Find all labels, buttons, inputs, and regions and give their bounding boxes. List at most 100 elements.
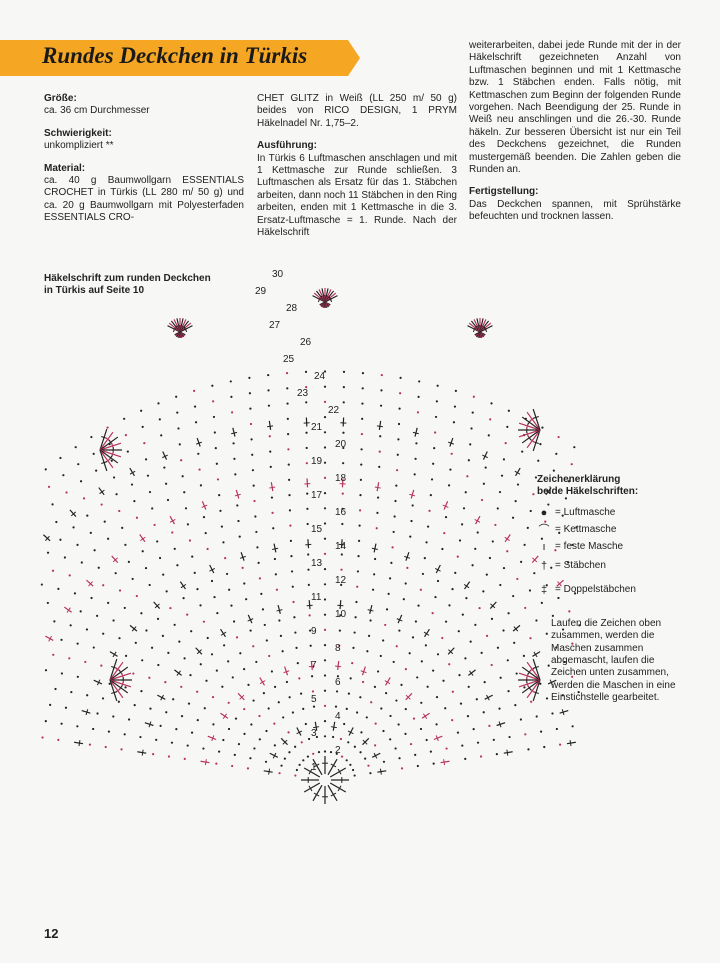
stitch-mark: [379, 768, 382, 775]
chain-mark: [420, 660, 423, 663]
chain-mark: [573, 592, 577, 595]
round-label: 17: [311, 490, 323, 501]
chain-mark: [369, 619, 372, 622]
chain-mark: [522, 654, 526, 657]
chain-mark: [475, 698, 478, 701]
chain-mark: [397, 723, 400, 726]
chain-mark: [294, 745, 297, 748]
stitch-mark: [332, 721, 336, 731]
chain-mark: [155, 738, 158, 741]
chain-mark: [92, 452, 95, 455]
chain-mark: [288, 493, 291, 497]
chain-mark: [323, 689, 327, 692]
chain-mark: [132, 672, 135, 675]
chain-mark: [197, 452, 200, 455]
chain-mark: [444, 620, 448, 623]
chain-mark: [502, 566, 506, 570]
chain-mark: [216, 612, 219, 615]
chain-mark: [466, 714, 470, 718]
chain-mark: [461, 613, 464, 616]
material-label: Material:: [44, 162, 86, 174]
chain-mark: [227, 727, 231, 731]
chain-mark: [426, 685, 429, 688]
stitch-mark: [503, 751, 513, 754]
bar-icon: ı: [542, 541, 546, 554]
chain-mark: [133, 704, 136, 707]
stitch-mark: [376, 482, 380, 492]
chain-mark: [376, 496, 380, 499]
chain-mark: [252, 484, 255, 487]
chain-mark: [176, 411, 179, 414]
chain-mark: [323, 644, 327, 647]
chain-mark: [311, 690, 315, 693]
chain-mark: [367, 634, 371, 637]
stitch-mark: [339, 600, 342, 610]
chain-mark: [76, 675, 79, 678]
chain-mark: [153, 523, 156, 527]
chain-mark: [102, 584, 105, 587]
round-label: 28: [286, 303, 298, 314]
legend-title-2: beide Häkelschriften:: [537, 486, 639, 498]
stitch-mark: [569, 740, 572, 747]
chain-mark: [263, 623, 266, 627]
chain-mark: [458, 674, 461, 677]
difficulty-value: unkompliziert **: [44, 140, 114, 152]
chain-mark: [215, 762, 218, 765]
chain-mark: [141, 550, 144, 553]
chain-mark: [131, 577, 134, 581]
stitch-mark: [99, 428, 108, 451]
chain-mark: [366, 650, 369, 653]
stitch-mark: [314, 721, 318, 731]
stitch-mark: [482, 454, 488, 459]
chain-mark: [389, 577, 392, 580]
chain-mark: [257, 561, 260, 564]
chain-mark: [347, 741, 350, 744]
chain-mark: [300, 741, 303, 744]
stitch-mark: [137, 751, 147, 754]
stitch-mark: [99, 449, 122, 458]
stitch-mark: [360, 670, 367, 674]
chain-mark: [63, 556, 66, 559]
chain-mark: [249, 407, 252, 410]
chain-mark: [112, 619, 115, 622]
chain-mark: [417, 395, 420, 398]
chain-mark: [494, 523, 497, 527]
chain-mark: [364, 757, 367, 760]
stitch-mark: [308, 768, 313, 775]
chain-mark: [491, 540, 494, 543]
stitch-mark: [207, 735, 217, 741]
chain-mark: [286, 417, 289, 420]
stitch-mark: [93, 679, 103, 685]
stitch-mark: [518, 429, 541, 438]
stitch-mark: [532, 408, 541, 431]
stitch-mark: [483, 326, 488, 333]
chain-mark: [181, 475, 184, 478]
stitch-mark: [532, 679, 541, 702]
chain-mark: [312, 705, 316, 708]
chain-mark: [218, 494, 221, 497]
chain-mark: [173, 623, 176, 626]
stitch-mark: [385, 677, 391, 686]
chain-mark: [114, 572, 117, 575]
stitch-mark: [269, 752, 279, 758]
chain-mark: [202, 620, 206, 623]
chain-mark: [102, 632, 105, 635]
chain-mark: [70, 690, 73, 694]
chain-mark: [461, 523, 464, 526]
stitch-mark: [268, 768, 271, 775]
chain-mark: [513, 641, 516, 644]
chain-mark: [253, 747, 256, 750]
chain-mark: [225, 572, 229, 576]
column-2: CHET GLITZ in Weiß (LL 250 m/ 50 g) beid…: [257, 93, 457, 239]
stitch-mark: [263, 770, 273, 773]
round-label: 12: [335, 575, 347, 586]
chain-mark: [148, 490, 152, 494]
chain-mark: [416, 676, 419, 679]
stitch-mark: [169, 515, 175, 525]
chain-mark: [380, 373, 383, 377]
chain-mark: [456, 731, 460, 734]
stitch-mark: [140, 536, 146, 542]
stitch-mark: [443, 501, 449, 510]
chain-mark: [488, 556, 492, 560]
chain-mark: [528, 589, 532, 592]
